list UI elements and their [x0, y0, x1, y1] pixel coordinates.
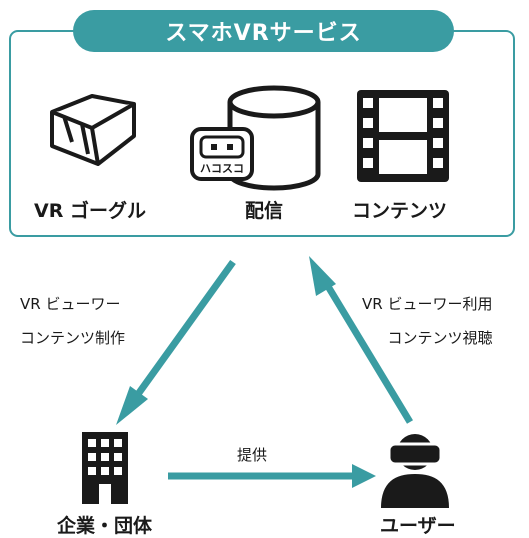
film-strip-icon [357, 90, 449, 182]
company-label: 企業・団体 [57, 515, 153, 537]
building-icon [82, 432, 128, 504]
user-label: ユーザー [380, 515, 456, 537]
contents-label: コンテンツ [352, 200, 448, 222]
right-flow-line-1: VR ビューワー利用 [362, 295, 493, 313]
vr-goggle-icon [50, 94, 136, 166]
vr-user-icon [381, 434, 449, 508]
arrow-to-company [133, 259, 236, 400]
provide-label: 提供 [237, 446, 268, 464]
hakosuko-logo-text: ハコスコ [200, 162, 244, 175]
right-flow-line-2: コンテンツ視聴 [387, 329, 493, 347]
arrow-to-company-head [116, 386, 148, 425]
hakosuko-logo-icon [190, 127, 254, 181]
right-flow-label: VR ビューワー利用 コンテンツ視聴 [362, 287, 492, 355]
delivery-label: 配信 [245, 200, 284, 222]
left-flow-label: VR ビューワー コンテンツ制作 [20, 287, 125, 355]
arrow-from-user [323, 281, 413, 424]
vr-goggle-label: VR ゴーグル [34, 200, 146, 222]
arrow-provide-head [352, 464, 376, 488]
left-flow-line-2: コンテンツ制作 [20, 329, 126, 347]
service-title-banner: スマホVRサービス [73, 10, 454, 52]
left-flow-line-1: VR ビューワー [20, 295, 121, 313]
arrow-from-user-head [309, 256, 336, 296]
